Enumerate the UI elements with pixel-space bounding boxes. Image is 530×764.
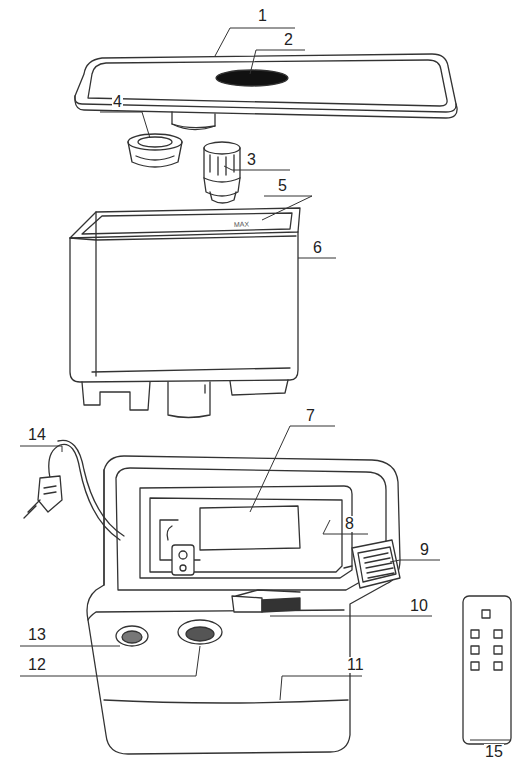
callout-number: 9 <box>419 542 430 558</box>
callout-number: 7 <box>305 408 316 424</box>
seal-ring <box>128 134 182 167</box>
callout-number: 8 <box>344 516 355 532</box>
callout-number: 3 <box>246 152 257 168</box>
leader-lines <box>20 28 510 740</box>
lid <box>75 54 457 130</box>
ultrasonic-module <box>160 506 300 575</box>
callout-number: 11 <box>346 657 365 673</box>
knob-12 <box>178 620 222 644</box>
callout-number: 14 <box>27 427 47 443</box>
water-tank <box>70 208 300 418</box>
callout-number: 2 <box>283 32 294 48</box>
max-mark: MAX <box>234 220 250 228</box>
callout-number: 12 <box>27 657 47 673</box>
callout-number: 15 <box>484 744 504 760</box>
knob-13 <box>116 626 148 646</box>
callout-number: 5 <box>277 178 288 194</box>
callout-number: 4 <box>112 94 123 110</box>
callout-number: 6 <box>312 240 323 256</box>
valve-cap <box>204 142 240 203</box>
base-housing <box>87 456 400 754</box>
fan-module <box>232 590 300 612</box>
callout-number: 10 <box>409 598 429 614</box>
remote-control <box>463 596 511 744</box>
callout-number: 13 <box>27 627 47 643</box>
power-cord <box>24 440 124 540</box>
callout-number: 1 <box>257 8 268 24</box>
vent-grille <box>344 540 400 588</box>
display-window <box>216 70 288 86</box>
